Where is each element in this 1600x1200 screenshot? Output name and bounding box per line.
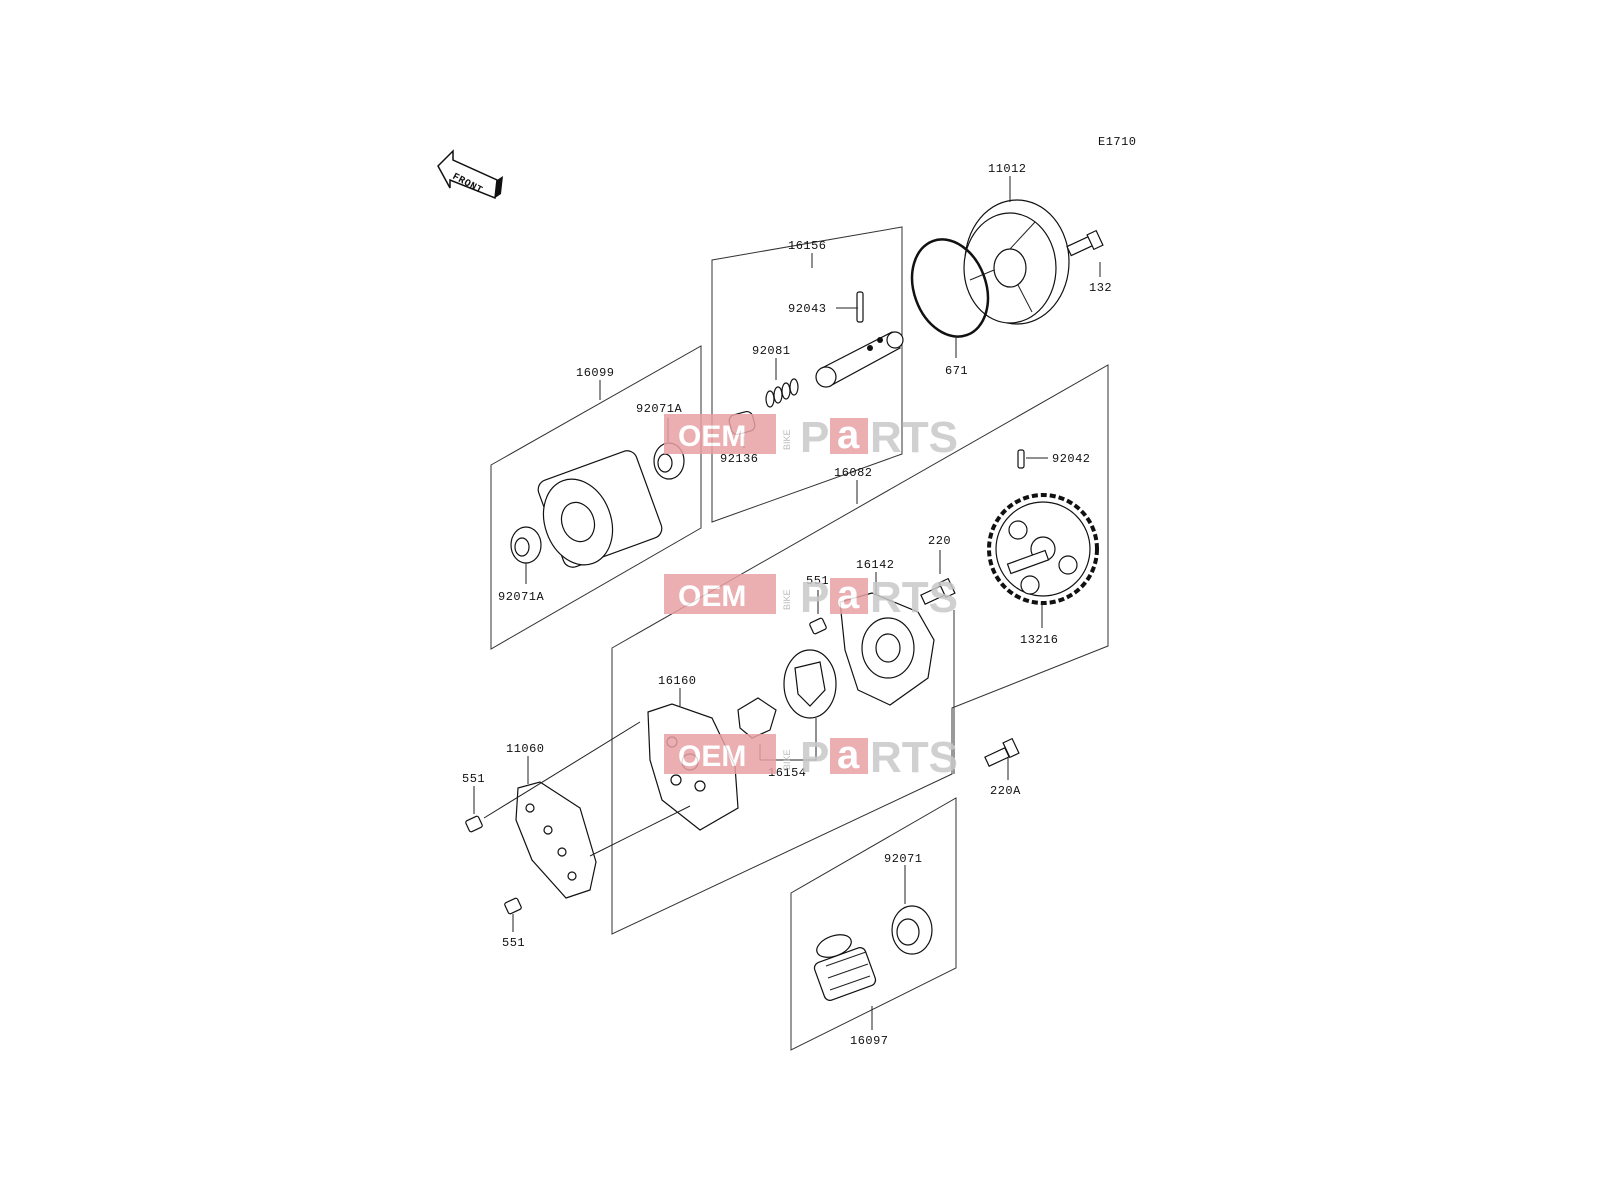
label-92043: 92043 xyxy=(788,302,827,316)
label-16156: 16156 xyxy=(788,239,827,253)
svg-text:a: a xyxy=(837,733,860,777)
svg-text:a: a xyxy=(837,573,860,617)
label-16082: 16082 xyxy=(834,466,873,480)
label-11012: 11012 xyxy=(988,162,1027,176)
label-220a: 220A xyxy=(990,784,1021,798)
strainer-16097 xyxy=(813,934,877,1001)
bolt-220a xyxy=(984,737,1020,767)
label-92071a-bottom: 92071A xyxy=(498,590,545,604)
oil-filter-16099 xyxy=(537,450,663,568)
dowel-551-bottom xyxy=(504,897,522,915)
svg-text:P: P xyxy=(800,733,829,782)
o-ring-671 xyxy=(910,238,990,338)
label-16097: 16097 xyxy=(850,1034,889,1048)
pump-body-16142 xyxy=(839,592,935,706)
dowel-551-mid xyxy=(809,617,827,635)
svg-text:RTS: RTS xyxy=(870,733,958,782)
label-16142: 16142 xyxy=(856,558,895,572)
front-arrow-icon: FRONT xyxy=(437,149,503,200)
watermark-logo: OEM BIKE P a RTS xyxy=(664,733,958,782)
label-16154: 16154 xyxy=(768,766,807,780)
dowel-551-left xyxy=(465,815,483,833)
svg-text:P: P xyxy=(800,573,829,622)
svg-text:OEM: OEM xyxy=(678,420,746,453)
group-box-16082 xyxy=(611,364,1109,935)
svg-text:a: a xyxy=(837,413,860,457)
seal-92071a-bottom xyxy=(510,526,542,564)
label-551-left: 551 xyxy=(462,772,485,786)
svg-text:OEM: OEM xyxy=(678,740,746,773)
label-11060: 11060 xyxy=(506,742,545,756)
label-551-bottom: 551 xyxy=(502,936,525,950)
label-92071: 92071 xyxy=(884,852,923,866)
outer-rotor xyxy=(783,649,837,719)
label-92042: 92042 xyxy=(1052,452,1091,466)
label-13216: 13216 xyxy=(1020,633,1059,647)
label-16160: 16160 xyxy=(658,674,697,688)
relief-valve-16156 xyxy=(815,331,904,388)
gear-13216 xyxy=(987,493,1099,605)
diagram-code: E1710 xyxy=(1098,135,1137,149)
label-132: 132 xyxy=(1089,281,1112,295)
spring-92081 xyxy=(765,378,799,408)
label-220: 220 xyxy=(928,534,951,548)
bolt-220 xyxy=(920,577,956,605)
pump-cover-11012 xyxy=(963,199,1070,325)
group-box-16097 xyxy=(790,797,957,1051)
group-box-16156 xyxy=(711,226,903,523)
label-92071a-top: 92071A xyxy=(636,402,683,416)
svg-text:BIKE: BIKE xyxy=(782,589,792,610)
label-92136: 92136 xyxy=(720,452,759,466)
inner-rotor-16154 xyxy=(737,697,777,739)
pin-92043 xyxy=(856,291,864,323)
pin-92042 xyxy=(1017,449,1025,469)
svg-text:OEM: OEM xyxy=(678,580,746,613)
svg-text:BIKE: BIKE xyxy=(782,749,792,770)
watermark-logo: OEM BIKE P a RTS xyxy=(664,573,958,622)
svg-text:P: P xyxy=(800,413,829,462)
svg-text:BIKE: BIKE xyxy=(782,429,792,450)
label-16099: 16099 xyxy=(576,366,615,380)
svg-text:RTS: RTS xyxy=(870,573,958,622)
watermark-logo: OEM BIKE P a RTS xyxy=(664,413,958,462)
label-92081: 92081 xyxy=(752,344,791,358)
label-551-mid: 551 xyxy=(806,574,829,588)
seal-92071 xyxy=(891,905,933,955)
svg-text:RTS: RTS xyxy=(870,413,958,462)
label-671: 671 xyxy=(945,364,968,378)
bolt-132 xyxy=(1066,229,1104,257)
gasket-11060 xyxy=(515,781,597,899)
group-box-16099 xyxy=(490,345,702,650)
